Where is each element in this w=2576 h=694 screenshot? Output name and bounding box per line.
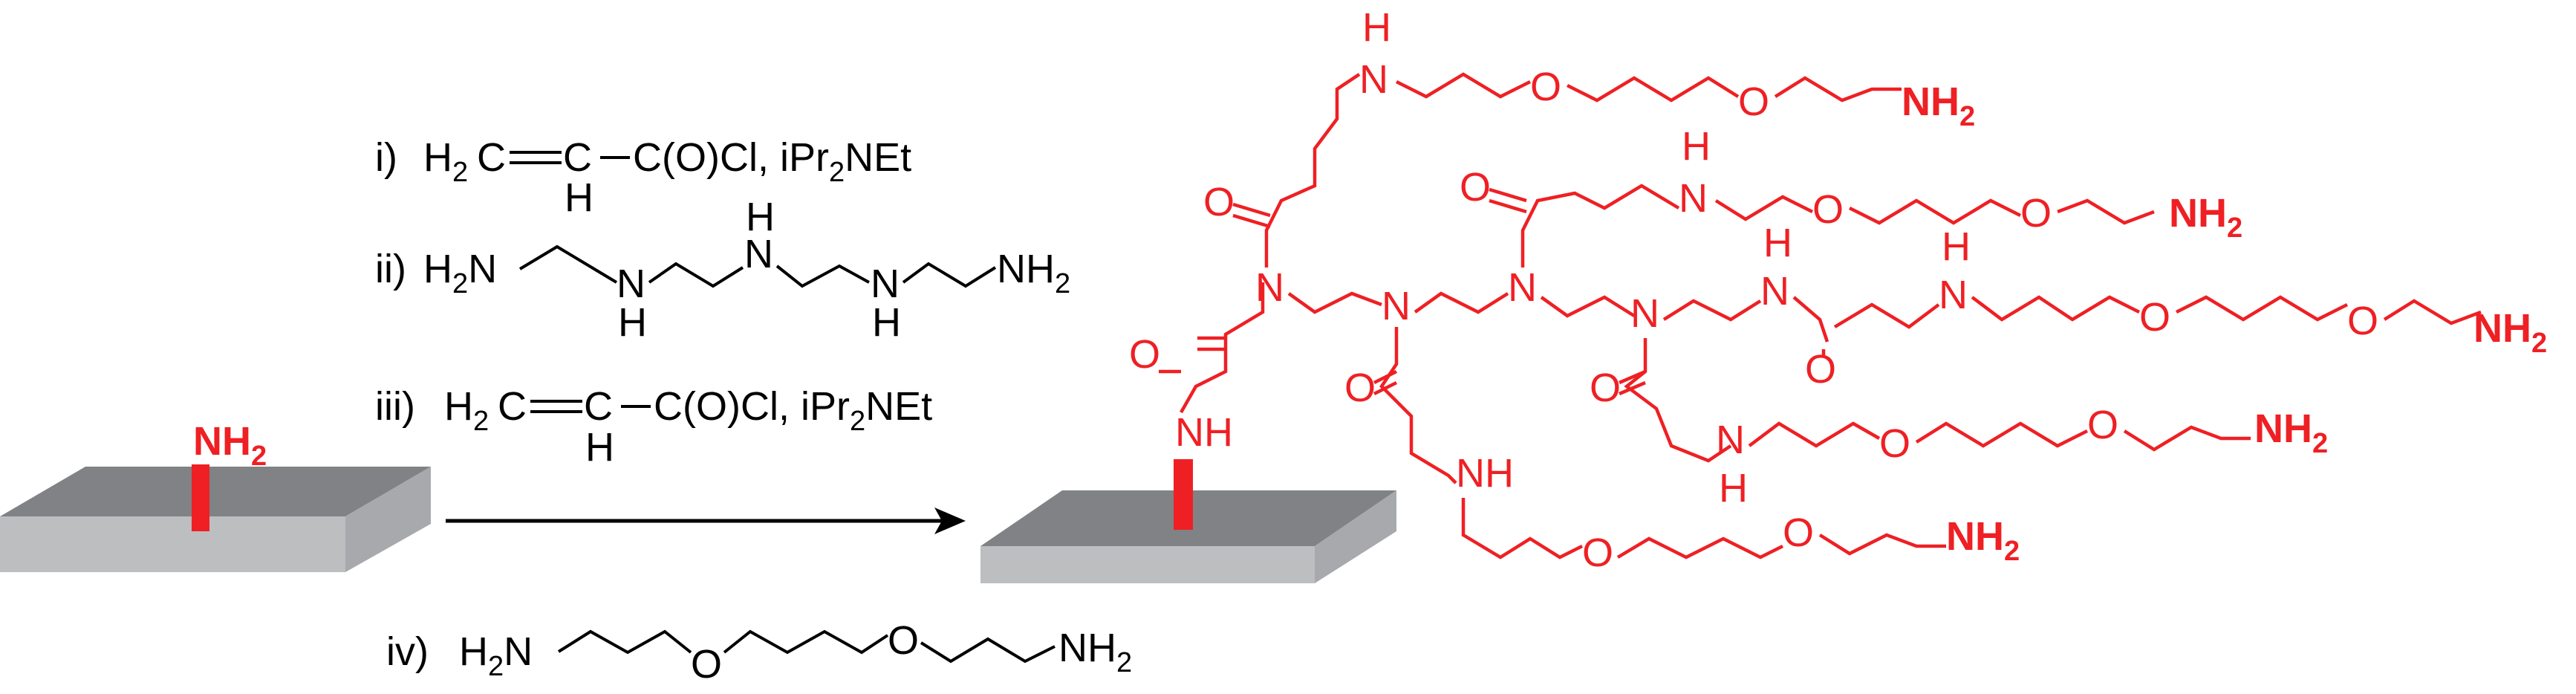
step-iv-o2: O [888, 618, 919, 663]
step-iv-h2n: H2N [459, 629, 533, 682]
term-nh2-2: NH2 [1946, 514, 2020, 567]
o-arm3-b: O [2020, 191, 2052, 236]
nh-arm4-n: N [1760, 269, 1789, 314]
right-surface-front [980, 546, 1315, 583]
o-arm5-a: O [1879, 421, 1910, 466]
n1: N [1255, 265, 1284, 310]
step-iii-c2: C [584, 384, 613, 429]
n-arm5: N [1716, 418, 1745, 462]
step-ii-n3: N [871, 262, 900, 306]
left-linker-bar [192, 464, 209, 531]
step-iii-c1: C [498, 384, 527, 429]
left-amine-label: NH2 [193, 419, 267, 472]
step-iii: iii) H2 C C H C(O)Cl, iPr2NEt [375, 384, 932, 470]
step-i-reagent: C(O)Cl, iPr2NEt [633, 135, 911, 188]
step-ii: ii) H2N N H N H N H NH2 [375, 195, 1070, 345]
step-i-h2c: H2 [423, 135, 468, 188]
right-linker-bar [1174, 459, 1193, 530]
o-arm4-b: O [2347, 299, 2378, 343]
n3: N [1508, 265, 1537, 310]
core-carbonyl-o: O [1129, 332, 1160, 377]
o-arm2-a: O [1582, 531, 1613, 575]
left-surface: NH2 [0, 419, 431, 572]
o-arm2-b: O [1783, 510, 1814, 555]
term-nh2-5: NH2 [2254, 406, 2328, 459]
n-arm2: NH [1456, 451, 1514, 496]
dendrimer: NH O N O N H O O NH2 N O NH O O NH2 [1129, 5, 2547, 575]
step-ii-h2n: H2N [423, 247, 497, 299]
term-nh2-3: NH2 [2169, 191, 2242, 244]
step-ii-number: ii) [375, 247, 406, 291]
step-i-h: H [565, 175, 593, 220]
n-arm4: N [1939, 273, 1968, 317]
n2: N [1382, 284, 1411, 328]
step-iii-h: H [585, 425, 614, 470]
step-iii-number: iii) [375, 384, 415, 429]
nh-arm1-h: H [1362, 5, 1391, 50]
h-arm4: H [1942, 224, 1971, 269]
step-i-c1: C [477, 135, 506, 180]
o-arm5: O [1590, 366, 1621, 410]
o-arm5-b: O [2087, 403, 2118, 447]
step-iv-o1: O [691, 642, 722, 687]
o-arm4: O [1805, 347, 1836, 392]
term-nh2-1: NH2 [1902, 80, 1975, 132]
step-ii-h1: H [618, 300, 647, 345]
right-surface-side [1315, 490, 1396, 583]
step-ii-h2: H [746, 195, 775, 239]
core-nh: NH [1175, 410, 1233, 455]
step-iv-number: iv) [386, 629, 429, 674]
step-iii-h2c: H2 [444, 384, 489, 437]
n-arm3: N [1679, 176, 1708, 221]
step-iv: iv) H2N O O NH2 [386, 618, 1132, 687]
step-i-number: i) [375, 135, 397, 180]
right-surface [980, 459, 1396, 583]
term-nh2-4: NH2 [2473, 306, 2547, 359]
step-iv-nh2: NH2 [1058, 626, 1132, 678]
h-arm5: H [1719, 466, 1748, 510]
nh-arm1-n: N [1359, 57, 1388, 102]
o-arm1-a: O [1530, 65, 1561, 109]
o-arm3: O [1460, 165, 1491, 210]
left-surface-front [0, 516, 345, 572]
step-i: i) H2 C C H C(O)Cl, iPr2NEt [375, 135, 911, 220]
step-i-c2: C [563, 135, 592, 180]
step-ii-n2: N [744, 232, 773, 276]
step-iii-reagent: C(O)Cl, iPr2NEt [654, 384, 932, 437]
o-arm1-b: O [1738, 80, 1769, 124]
o-arm2: O [1344, 366, 1376, 410]
left-surface-side [345, 467, 431, 572]
n4: N [1630, 291, 1659, 336]
nh-arm4-h: H [1763, 221, 1792, 265]
left-surface-top [0, 467, 431, 516]
reaction-arrow [446, 507, 966, 534]
step-ii-h3: H [872, 300, 901, 345]
step-ii-nh2: NH2 [997, 247, 1070, 299]
o-arm3-a: O [1812, 187, 1844, 232]
h-arm3: H [1682, 124, 1711, 169]
o-arm1: O [1203, 180, 1235, 224]
step-ii-n1: N [617, 262, 645, 306]
o-arm4-a: O [2139, 295, 2170, 340]
